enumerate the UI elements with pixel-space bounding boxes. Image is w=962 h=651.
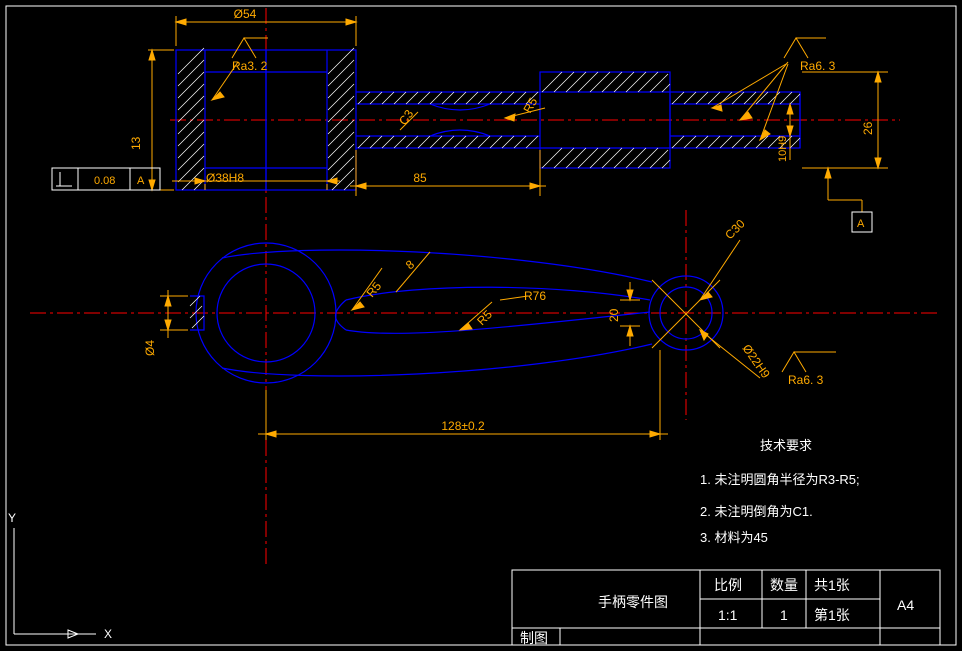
dim-r76: R76 xyxy=(524,289,546,303)
title-block-scale-label: 比例 xyxy=(714,577,742,593)
title-block-sheets-total: 共1张 xyxy=(814,577,850,593)
dim-c30: C30 xyxy=(722,216,748,242)
dim-d38h8: Ø38H8 xyxy=(206,171,244,185)
front-view-outline xyxy=(190,242,724,384)
title-block-grid xyxy=(511,569,941,646)
tech-requirement-3: 3. 材料为45 xyxy=(700,530,768,545)
gdt-datum-letter: A xyxy=(137,175,145,187)
title-block-part-name: 手柄零件图 xyxy=(598,594,668,610)
title-block-sheet-index: 第1张 xyxy=(814,607,850,623)
dim-h13: 13 xyxy=(129,136,143,150)
tech-requirement-2: 2. 未注明倒角为C1. xyxy=(700,504,813,519)
tech-requirements-heading: 技术要求 xyxy=(760,438,812,453)
datum-box-letter: A xyxy=(857,218,865,230)
dim-w20: 20 xyxy=(607,308,621,322)
top-section-view xyxy=(175,49,801,191)
gdt-feature-frame xyxy=(51,167,161,191)
dim-c3: C3 xyxy=(396,107,416,128)
dim-r5-top: R5 xyxy=(520,95,540,116)
label-ra63-top: Ra6. 3 xyxy=(800,59,836,73)
front-view-hatching xyxy=(189,295,205,329)
title-block-scale-value: 1:1 xyxy=(718,607,738,623)
title-block-paper-size: A4 xyxy=(897,597,914,613)
dim-d10h9: 10H9 xyxy=(777,136,789,162)
title-block-qty-label: 数量 xyxy=(770,577,798,593)
sheet-border xyxy=(5,5,957,646)
ucs-x-label: X xyxy=(104,627,112,641)
tech-requirement-1: 1. 未注明圆角半径为R3-R5; xyxy=(700,472,860,487)
dim-r5-mid: R5 xyxy=(474,307,495,328)
label-ra32: Ra3. 2 xyxy=(232,59,268,73)
label-ra63-front: Ra6. 3 xyxy=(788,373,824,387)
dim-h26: 26 xyxy=(861,121,875,135)
dim-len85: 85 xyxy=(413,171,427,185)
front-view-dimension-lines xyxy=(160,239,836,440)
title-block-drawn-by-label: 制图 xyxy=(520,630,548,646)
top-view-dimension-lines xyxy=(148,16,888,212)
ucs-y-label: Y xyxy=(8,511,16,525)
dim-overall-length: 128±0.2 xyxy=(441,419,485,433)
ucs-axis-icon xyxy=(13,528,96,639)
dim-d54: Ø54 xyxy=(234,7,257,21)
dim-d4: Ø4 xyxy=(143,340,157,356)
title-block-qty-value: 1 xyxy=(780,607,788,623)
datum-feature-box xyxy=(851,211,873,233)
dim-r5-left: R5 xyxy=(364,279,385,300)
section-hatching xyxy=(177,47,801,191)
gdt-tolerance-value: 0.08 xyxy=(94,175,115,187)
